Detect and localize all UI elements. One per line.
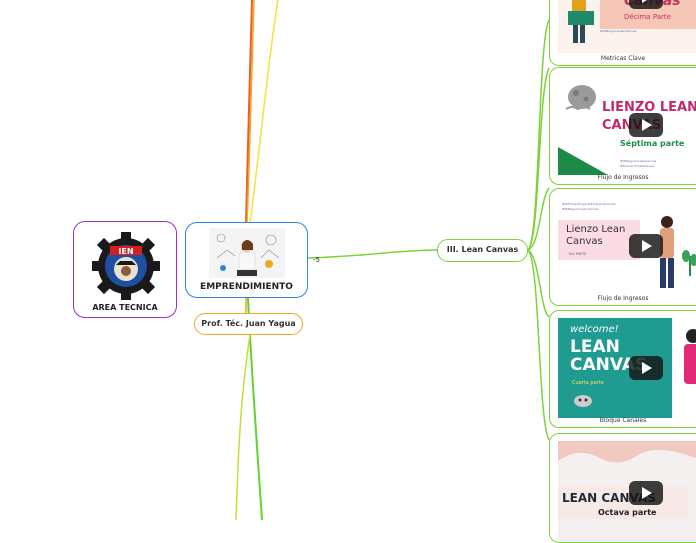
illustration-person <box>568 0 594 43</box>
node-area-tecnica[interactable]: IEN AREA TECNICA <box>73 221 177 318</box>
thumb-caption: Flujo de Ingresos <box>597 174 649 181</box>
branch-t4 <box>527 249 550 441</box>
branch-t1 <box>527 67 550 251</box>
node-label: AREA TECNICA <box>92 303 158 312</box>
node-emprendimiento[interactable]: EMPRENDIMIENTO <box>185 222 308 298</box>
video-thumbnail[interactable]: Canvas Décima Parte #MiNegocioLeanCanvas <box>558 0 696 53</box>
video-card-canales[interactable]: welcome! LEAN CANVAS Cuarta parte Bloque… <box>549 310 696 428</box>
collapse-toggle[interactable]: -5 <box>313 256 320 264</box>
node-label: EMPRENDIMIENTO <box>200 282 293 292</box>
branch-lean <box>307 249 438 259</box>
video-card-flujo-2[interactable]: #MiPrimerProyectoEmprendimiento#MiNegoci… <box>549 188 696 306</box>
thumb-caption: Metricas Clave <box>600 55 646 62</box>
play-button-icon[interactable] <box>629 113 663 137</box>
entrepreneur-image <box>209 228 285 278</box>
node-label: Prof. Téc. Juan Yagua <box>201 319 296 328</box>
thumb-title: LEAN CANVAS <box>570 337 648 375</box>
video-card-metricas[interactable]: Canvas Décima Parte #MiNegocioLeanCanvas… <box>549 0 696 66</box>
branch-red <box>245 0 253 223</box>
node-prof[interactable]: Prof. Téc. Juan Yagua <box>194 313 303 335</box>
branch-t3 <box>527 249 550 318</box>
school-logo-icon: IEN <box>92 232 160 300</box>
plant-icon <box>682 250 696 276</box>
video-thumbnail[interactable]: welcome! LEAN CANVAS Cuarta parte <box>558 318 696 418</box>
node-lean-canvas[interactable]: III. Lean Canvas <box>437 239 528 262</box>
video-thumbnail[interactable]: #MiPrimerProyectoEmprendimiento#MiNegoci… <box>558 196 696 296</box>
thumb-subtitle: 10a PARTE <box>568 252 587 256</box>
person-pink-illustration <box>684 329 696 384</box>
node-label: III. Lean Canvas <box>446 245 519 254</box>
video-thumbnail[interactable]: LEAN CANVAS Octava parte <box>558 441 696 541</box>
video-card-flujo-1[interactable]: LIENZO LEAN CANVAS Séptima parte #MiNego… <box>549 67 696 185</box>
thumb-caption: Bloque Canales <box>599 417 647 424</box>
woman-illustration <box>660 216 674 288</box>
mascot-icon <box>574 395 592 407</box>
thumb-subtitle: Séptima parte <box>620 139 685 148</box>
wave-decoration <box>558 441 696 463</box>
moon-illustration <box>565 85 596 111</box>
play-button-icon[interactable] <box>629 0 663 9</box>
branch-yellow <box>249 0 279 223</box>
play-button-icon[interactable] <box>629 234 663 258</box>
branch-yellowgreen-down <box>235 334 251 520</box>
thumb-title: Lienzo Lean Canvas <box>566 224 626 247</box>
play-button-icon[interactable] <box>629 481 663 505</box>
video-thumbnail[interactable]: LIENZO LEAN CANVAS Séptima parte #MiNego… <box>558 75 696 175</box>
thumb-subtitle: Décima Parte <box>624 13 671 21</box>
thumb-subtitle: Octava parte <box>598 508 657 517</box>
branch-t0 <box>527 19 550 251</box>
green-triangle <box>558 147 608 175</box>
play-button-icon[interactable] <box>629 356 663 380</box>
branch-orange <box>246 0 255 223</box>
thumb-welcome: welcome! <box>570 324 619 335</box>
branch-t2 <box>527 187 550 251</box>
thumb-caption: Flujo de Ingresos <box>597 295 649 302</box>
video-card-octava[interactable]: LEAN CANVAS Octava parte <box>549 433 696 543</box>
logo-text: IEN <box>118 247 133 256</box>
thumb-subtitle: Cuarta parte <box>572 380 604 386</box>
